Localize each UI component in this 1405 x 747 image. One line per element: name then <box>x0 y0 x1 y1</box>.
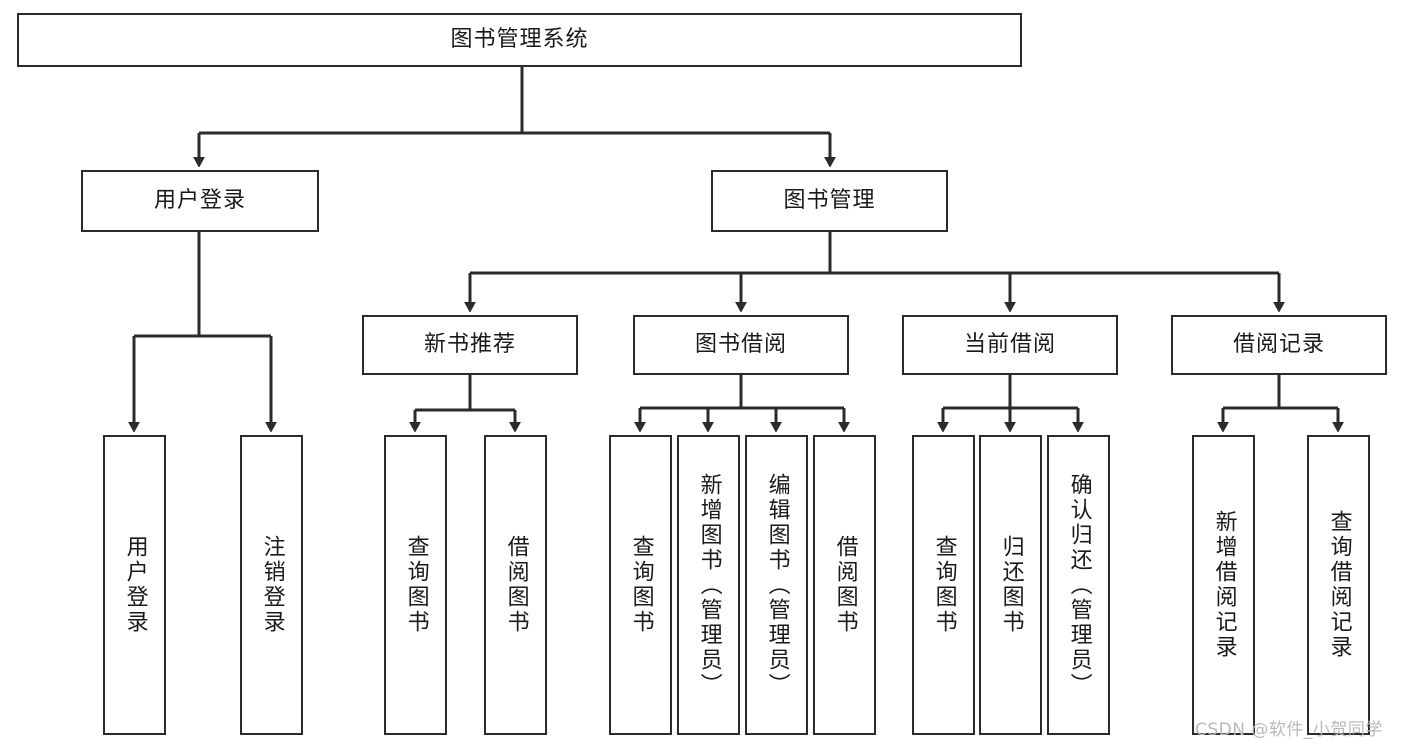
node-label: 借阅图书 <box>503 535 529 635</box>
node-label: 当前借阅 <box>963 331 1056 357</box>
node-leaf-query-record[interactable]: 查询借阅记录 <box>1307 435 1370 735</box>
node-leaf-confirm-return[interactable]: 确认归还（管理员） <box>1047 435 1110 735</box>
node-leaf-query-book-2[interactable]: 查询图书 <box>609 435 672 735</box>
node-label: 新增借阅记录 <box>1211 510 1237 660</box>
node-label: 注销登录 <box>259 535 285 635</box>
node-label: 用户登录 <box>153 187 246 213</box>
node-label: 确认归还（管理员） <box>1066 472 1092 698</box>
node-label: 查询图书 <box>931 535 957 635</box>
node-label: 图书管理 <box>783 187 876 213</box>
node-leaf-add-record[interactable]: 新增借阅记录 <box>1192 435 1255 735</box>
node-label: 归还图书 <box>998 535 1024 635</box>
node-book-borrow[interactable]: 图书借阅 <box>633 315 849 375</box>
csdn-watermark: CSDN @软件_小贺同学 <box>1195 720 1383 740</box>
node-new-book-recommend[interactable]: 新书推荐 <box>362 315 578 375</box>
node-leaf-add-book[interactable]: 新增图书（管理员） <box>677 435 740 735</box>
node-label: 借阅记录 <box>1232 331 1325 357</box>
node-label: 用户登录 <box>122 535 148 635</box>
node-label: 编辑图书（管理员） <box>764 472 790 698</box>
node-label: 新书推荐 <box>423 331 516 357</box>
node-label: 查询图书 <box>403 535 429 635</box>
node-leaf-logout-login[interactable]: 注销登录 <box>240 435 303 735</box>
node-root-system[interactable]: 图书管理系统 <box>17 13 1022 67</box>
node-leaf-return-book[interactable]: 归还图书 <box>979 435 1042 735</box>
node-label: 借阅图书 <box>832 535 858 635</box>
node-book-manage[interactable]: 图书管理 <box>711 170 948 232</box>
node-label: 图书借阅 <box>694 331 787 357</box>
node-leaf-query-book-3[interactable]: 查询图书 <box>912 435 975 735</box>
node-leaf-user-login[interactable]: 用户登录 <box>103 435 166 735</box>
node-label: 新增图书（管理员） <box>696 472 722 698</box>
node-leaf-borrow-book-1[interactable]: 借阅图书 <box>484 435 547 735</box>
node-leaf-borrow-book-2[interactable]: 借阅图书 <box>813 435 876 735</box>
node-label: 查询借阅记录 <box>1326 510 1352 660</box>
node-user-login[interactable]: 用户登录 <box>81 170 319 232</box>
node-label: 图书管理系统 <box>450 26 589 52</box>
node-borrow-record[interactable]: 借阅记录 <box>1171 315 1387 375</box>
node-leaf-query-book-1[interactable]: 查询图书 <box>384 435 447 735</box>
node-leaf-edit-book[interactable]: 编辑图书（管理员） <box>745 435 808 735</box>
node-label: 查询图书 <box>628 535 654 635</box>
node-current-borrow[interactable]: 当前借阅 <box>902 315 1118 375</box>
